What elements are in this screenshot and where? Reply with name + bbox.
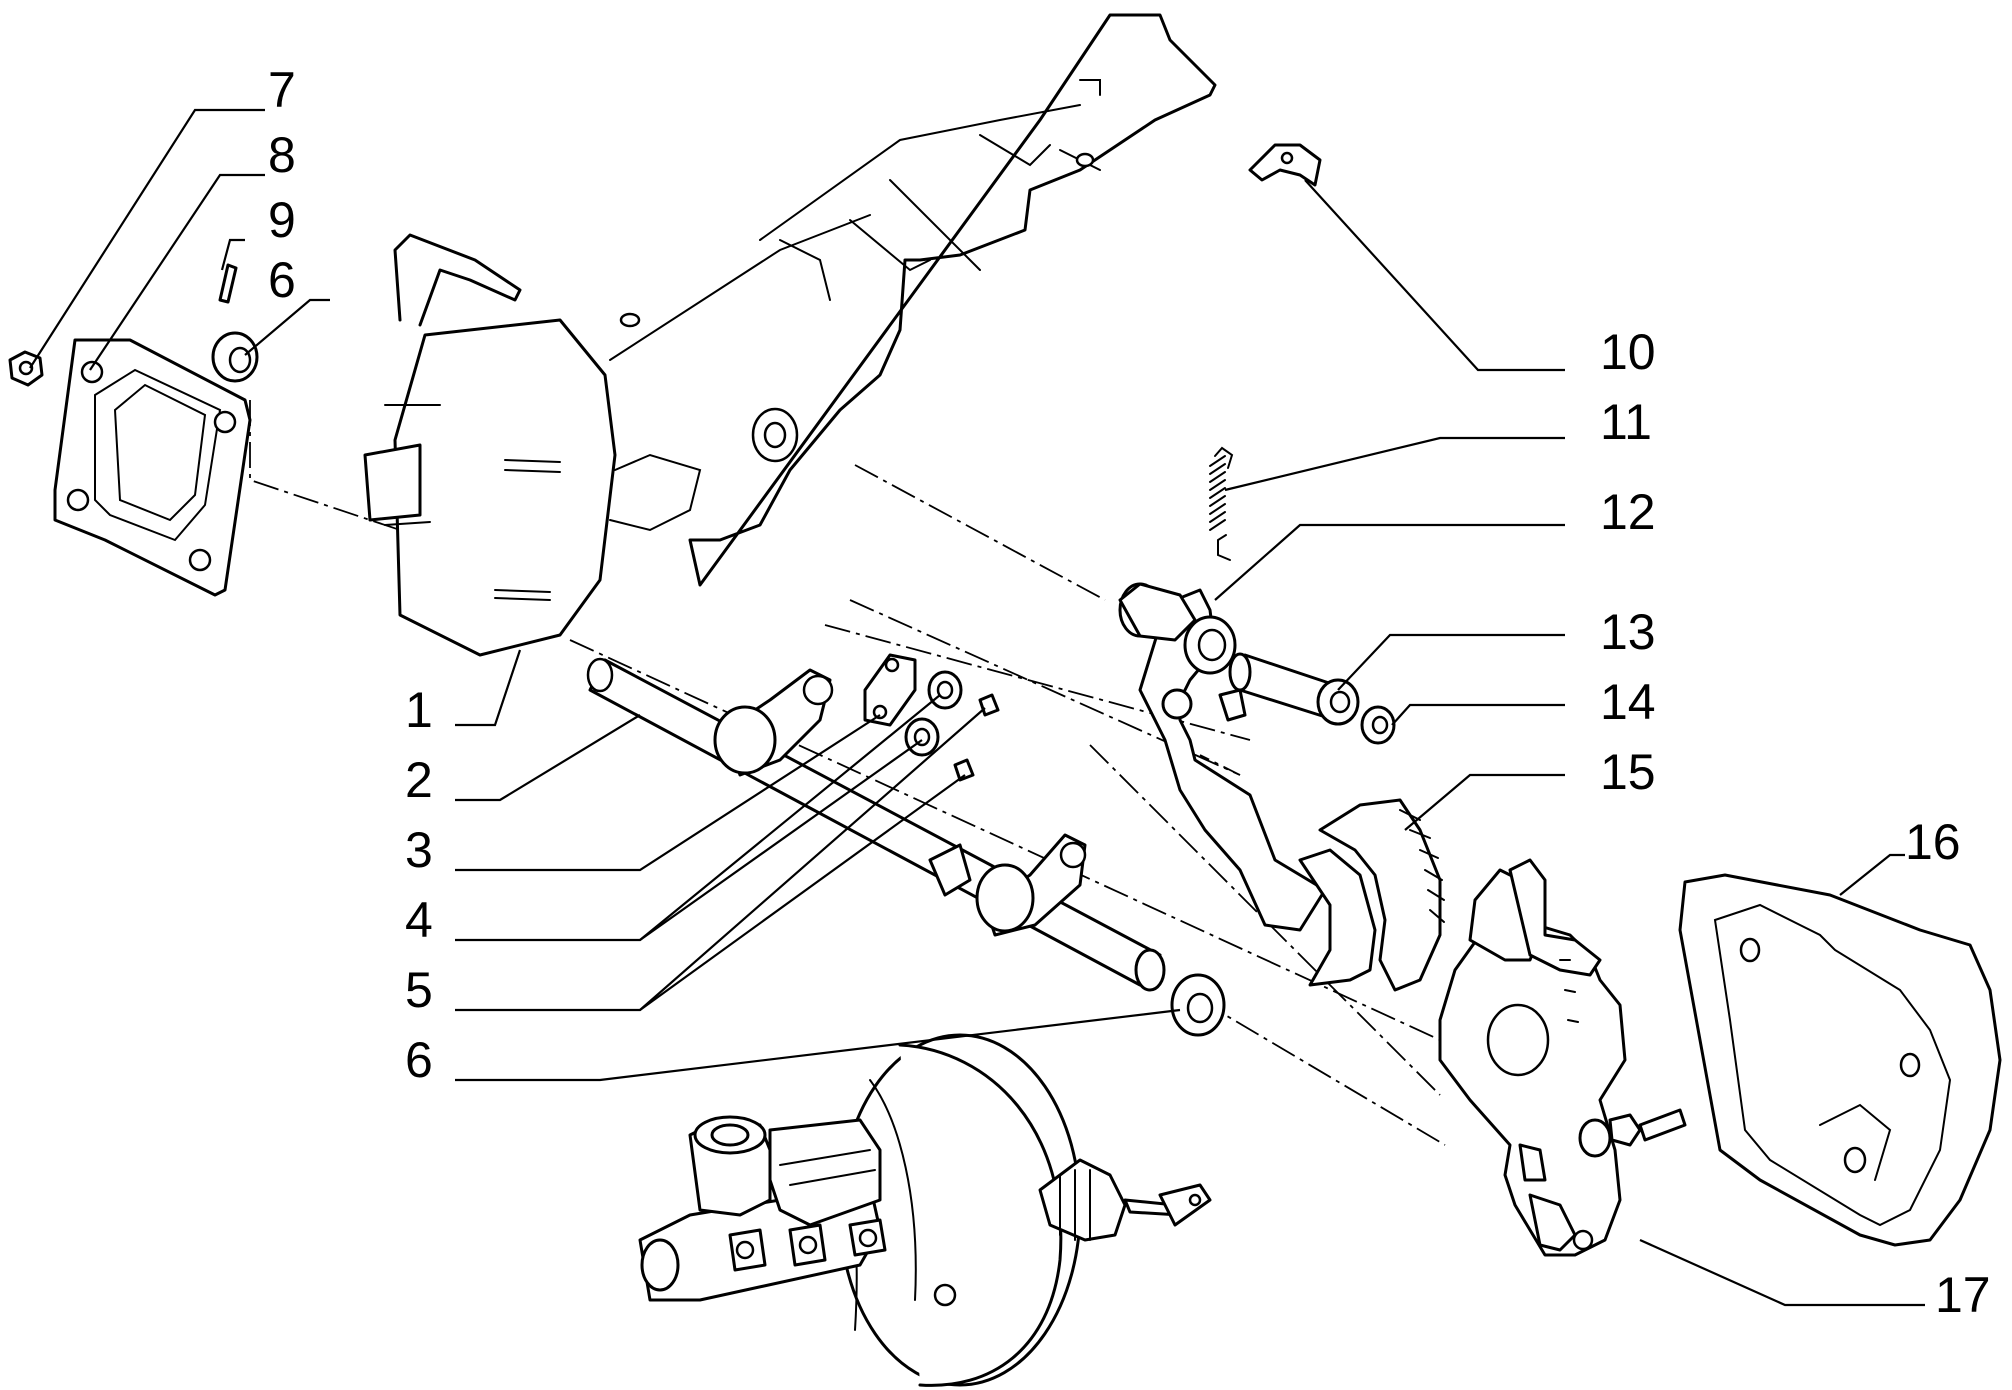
callout-15: 15 bbox=[1600, 744, 1656, 800]
nut bbox=[8, 350, 44, 387]
callout-2: 2 bbox=[405, 752, 433, 808]
leader-lines bbox=[29, 108, 1925, 1307]
callout-9: 9 bbox=[268, 192, 296, 248]
brake-servo bbox=[829, 1033, 1212, 1387]
callout-10: 10 bbox=[1600, 324, 1656, 380]
callout-4: 4 bbox=[405, 892, 433, 948]
pivot-pin bbox=[1228, 652, 1360, 726]
assembly-axis-lines bbox=[249, 400, 1446, 1146]
callout-17: 17 bbox=[1935, 1267, 1991, 1323]
pedal-pad bbox=[1298, 798, 1445, 992]
callout-1: 1 bbox=[405, 682, 433, 738]
callout-8: 8 bbox=[268, 127, 296, 183]
mounting-plate bbox=[363, 233, 617, 657]
pedal-box-bracket bbox=[1438, 858, 1687, 1257]
callout-5: 5 bbox=[405, 962, 433, 1018]
callout-13: 13 bbox=[1600, 604, 1656, 660]
callout-12: 12 bbox=[1600, 484, 1656, 540]
return-spring bbox=[1209, 446, 1234, 561]
gasket-plate bbox=[53, 338, 252, 597]
link-plate bbox=[863, 653, 917, 727]
clips bbox=[953, 693, 1000, 782]
bushing-upper bbox=[211, 331, 259, 383]
callout-16: 16 bbox=[1905, 814, 1961, 870]
split-pin bbox=[218, 263, 238, 304]
pedal-arm bbox=[1118, 582, 1327, 932]
callout-6-lower: 6 bbox=[405, 1032, 433, 1088]
bushing-lower bbox=[1170, 973, 1226, 1037]
master-cylinder bbox=[638, 1115, 887, 1302]
pedal-support-beam bbox=[609, 13, 1217, 587]
callout-11: 11 bbox=[1600, 394, 1652, 450]
retaining-clip bbox=[1248, 143, 1322, 187]
callout-7: 7 bbox=[268, 62, 296, 118]
callout-14: 14 bbox=[1600, 674, 1656, 730]
callout-3: 3 bbox=[405, 822, 433, 878]
circlip bbox=[1360, 705, 1396, 745]
pedal-cover bbox=[1678, 873, 2002, 1247]
callout-6-upper: 6 bbox=[268, 252, 296, 308]
pedal-shaft bbox=[586, 657, 1166, 992]
